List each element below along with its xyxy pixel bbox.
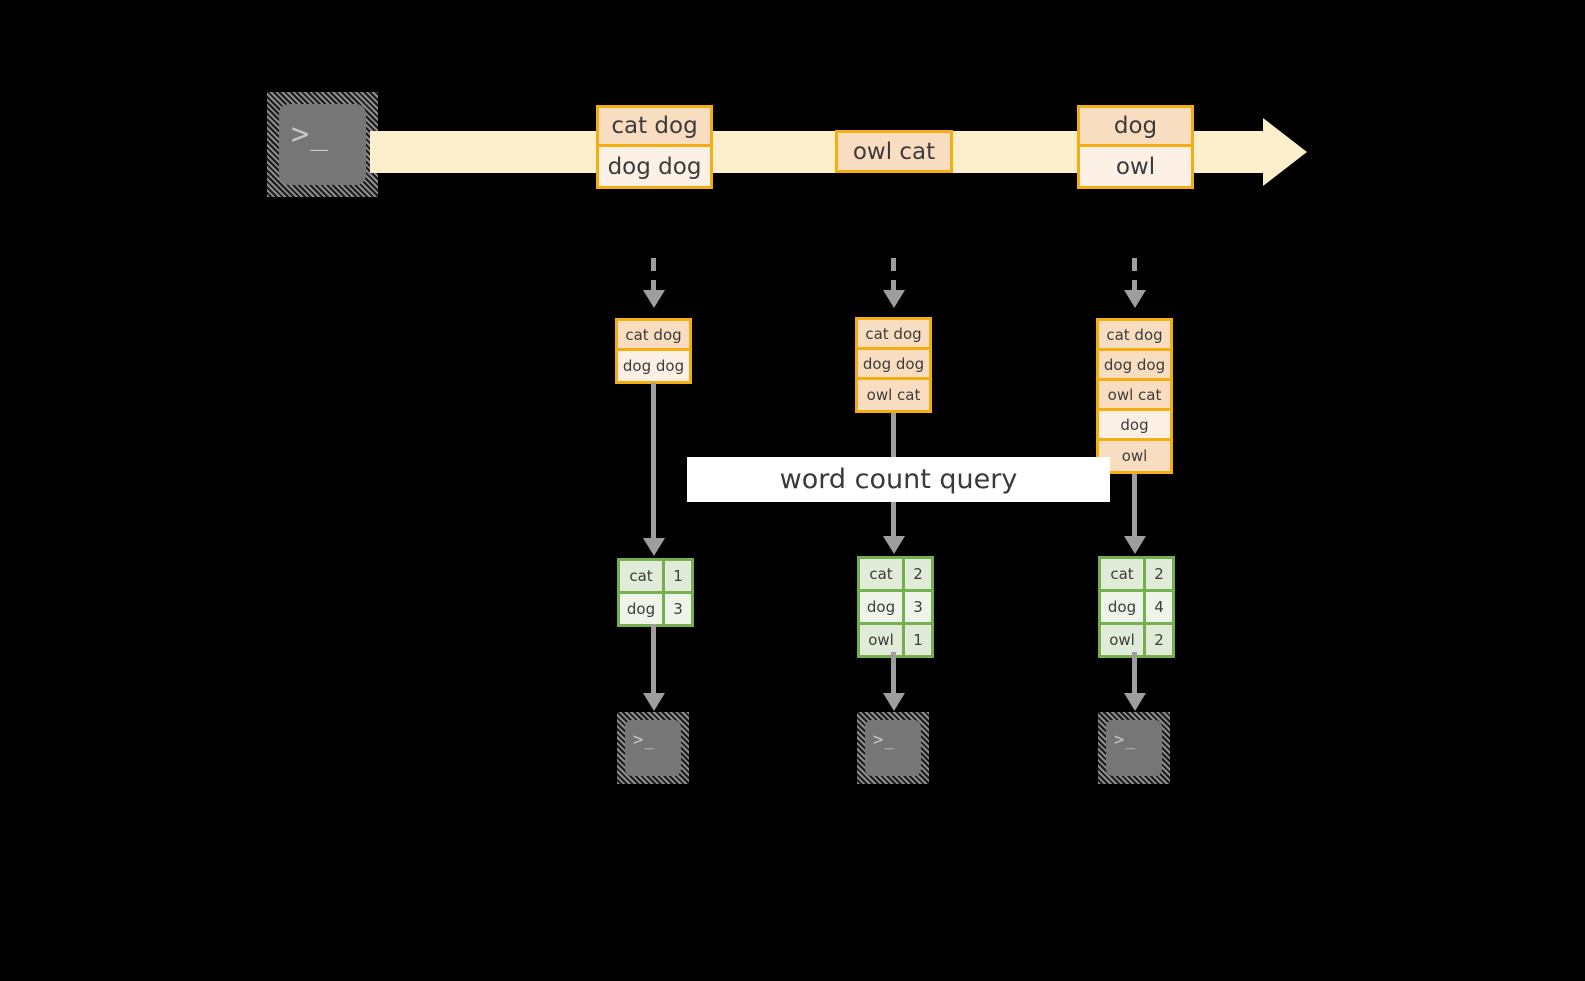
input-table-t3-row: owl (1099, 441, 1170, 471)
query-label-banner: word count query (687, 457, 1110, 502)
dashed-connector-3 (1132, 258, 1137, 292)
sink-connector-3 (1132, 652, 1137, 696)
stream-batch-2: owl cat (835, 130, 953, 173)
dashed-connector-2 (891, 258, 896, 292)
result-count: 3 (905, 592, 931, 622)
terminal-prompt-glyph: >_ (633, 730, 656, 750)
result-word: cat (1101, 559, 1146, 589)
result-row: dog 3 (860, 592, 931, 625)
input-table-t3-row: dog (1099, 411, 1170, 441)
terminal-screen (865, 720, 921, 776)
result-row: cat 2 (1101, 559, 1172, 592)
stream-batch-3-line-2: owl (1080, 147, 1191, 186)
input-table-t1-row: dog dog (618, 351, 689, 381)
result-count: 2 (905, 559, 931, 589)
result-row: cat 1 (620, 561, 691, 594)
query-connector-2-head (883, 536, 905, 554)
sink-terminal-icon-t3: >_ (1098, 712, 1170, 784)
sink-terminal-icon-t2: >_ (857, 712, 929, 784)
input-table-t2: cat dog dog dog owl cat (855, 317, 932, 413)
result-table-t2: cat 2 dog 3 owl 1 (857, 556, 934, 658)
result-count: 3 (665, 594, 691, 624)
result-count: 1 (665, 561, 691, 591)
result-count: 1 (905, 625, 931, 655)
terminal-screen (279, 104, 366, 185)
sink-connector-1 (651, 624, 656, 696)
result-count: 2 (1146, 559, 1172, 589)
source-terminal-icon: >_ (267, 92, 378, 197)
result-word: dog (1101, 592, 1146, 622)
stream-batch-1-line-1: cat dog (599, 108, 710, 147)
input-table-t1-row: cat dog (618, 321, 689, 351)
result-table-t3: cat 2 dog 4 owl 2 (1098, 556, 1175, 658)
stream-batch-3: dog owl (1077, 105, 1194, 189)
stream-batch-3-line-1: dog (1080, 108, 1191, 147)
terminal-screen (1106, 720, 1162, 776)
input-table-t3-row: owl cat (1099, 381, 1170, 411)
result-word: cat (860, 559, 905, 589)
stream-batch-1: cat dog dog dog (596, 105, 713, 189)
input-table-t2-row: dog dog (858, 350, 929, 380)
terminal-prompt-glyph: >_ (291, 117, 330, 152)
result-word: dog (620, 594, 665, 624)
result-count: 4 (1146, 592, 1172, 622)
dashed-connector-3-head (1124, 290, 1146, 308)
stream-arrow-head (1263, 118, 1307, 186)
result-count: 2 (1146, 625, 1172, 655)
input-table-t3: cat dog dog dog owl cat dog owl (1096, 318, 1173, 474)
result-row: owl 2 (1101, 625, 1172, 655)
result-row: owl 1 (860, 625, 931, 655)
sink-connector-3-head (1124, 693, 1146, 711)
result-word: cat (620, 561, 665, 591)
result-word: owl (860, 625, 905, 655)
terminal-screen (625, 720, 681, 776)
terminal-prompt-glyph: >_ (873, 730, 896, 750)
sink-terminal-icon-t1: >_ (617, 712, 689, 784)
input-table-t1: cat dog dog dog (615, 318, 692, 384)
input-table-t2-row: owl cat (858, 380, 929, 410)
stream-batch-1-line-2: dog dog (599, 147, 710, 186)
query-connector-1 (651, 383, 656, 541)
input-table-t3-row: dog dog (1099, 351, 1170, 381)
query-connector-3-head (1124, 536, 1146, 554)
result-row: cat 2 (860, 559, 931, 592)
result-word: owl (1101, 625, 1146, 655)
sink-connector-2-head (883, 693, 905, 711)
result-table-t1: cat 1 dog 3 (617, 558, 694, 627)
terminal-prompt-glyph: >_ (1114, 730, 1137, 750)
stream-batch-2-line-1: owl cat (838, 133, 950, 170)
result-row: dog 3 (620, 594, 691, 624)
input-table-t3-row: cat dog (1099, 321, 1170, 351)
sink-connector-1-head (643, 693, 665, 711)
dashed-connector-1-head (643, 290, 665, 308)
sink-connector-2 (891, 652, 896, 696)
query-connector-3 (1132, 474, 1137, 539)
input-table-t2-row: cat dog (858, 320, 929, 350)
dashed-connector-2-head (883, 290, 905, 308)
result-row: dog 4 (1101, 592, 1172, 625)
result-word: dog (860, 592, 905, 622)
dashed-connector-1 (651, 258, 656, 292)
query-connector-1-head (643, 538, 665, 556)
